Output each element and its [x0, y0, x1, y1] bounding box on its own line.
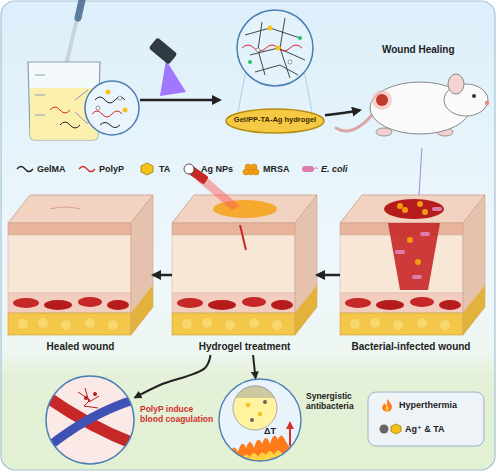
flow-arrow: [325, 110, 360, 115]
legend-label: PolyP: [99, 164, 124, 174]
flow-arrow: [135, 355, 211, 398]
legend-box: [368, 392, 484, 446]
node-outline: [218, 378, 302, 462]
legend-entry: PolyP: [78, 162, 124, 176]
legend-entry: GelMA: [16, 162, 66, 176]
legend-label: Ag⁺ & TA: [405, 424, 445, 434]
node-shape: [226, 109, 324, 133]
legend-label: GelMA: [37, 164, 66, 174]
coagulation-inset: [40, 376, 140, 464]
legend-sample: [180, 162, 198, 176]
skin-treated: [172, 165, 317, 335]
zoom-line: [419, 148, 422, 195]
skin-infected: [340, 195, 485, 335]
flow-arrow: [153, 274, 172, 277]
inset-circle: PolyP induce blood coagulation: [45, 375, 135, 465]
antibacterial-inset: [219, 379, 301, 462]
flow-arrow: [317, 274, 340, 277]
skin-section: Bacterial-infected wound: [340, 195, 488, 355]
legend-entry: TA: [138, 162, 170, 176]
legend-sample: [242, 162, 260, 176]
uv-lamp: [149, 37, 186, 96]
legend-label: TA: [159, 164, 170, 174]
legend-label: Hyperthermia: [399, 400, 457, 410]
legend-sample: [78, 162, 96, 176]
node-label: Bacterial-infected wound: [334, 341, 488, 353]
process-arrow: [140, 95, 222, 105]
legend-entry: Hyperthermia: [378, 398, 457, 412]
node-label: PolyP induce blood coagulation: [140, 405, 218, 425]
node-shape: [46, 376, 134, 464]
skin-section: Healed wound: [8, 195, 153, 355]
legend-entry: Ag NPs: [180, 162, 233, 176]
flow-arrow: [253, 355, 255, 378]
node-label: Hydrogel treatment: [172, 341, 317, 353]
legend-sample: [16, 162, 34, 176]
legend-entry: E. coli: [300, 162, 348, 176]
magnified-solution: [75, 81, 139, 135]
node-label: Wound Healing: [382, 44, 487, 56]
node-label: Healed wound: [8, 341, 153, 353]
mouse: [336, 74, 489, 136]
skin-healed: [8, 195, 153, 335]
legend-sample: [378, 422, 402, 436]
legend-sample: [138, 162, 156, 176]
magnified-network: [237, 10, 313, 112]
legend-sample: [300, 162, 318, 176]
legend-label: MRSA: [263, 164, 290, 174]
hydrogel-disc: Gel/PP-TA-Ag hydrogel: [225, 108, 325, 134]
inset-circle: Synergistic antibacteriaΔT: [218, 378, 302, 462]
node-label: ΔT: [264, 426, 290, 436]
mouse-model: Wound Healing: [360, 48, 490, 148]
legend-entry: Ag⁺ & TA: [378, 422, 445, 436]
legend-sample: [378, 398, 396, 412]
node-label: Gel/PP-TA-Ag hydrogel: [225, 116, 325, 125]
node-label: Synergistic antibacteria: [306, 392, 368, 412]
legend-label: Ag NPs: [201, 164, 233, 174]
skin-section: Hydrogel treatment: [172, 195, 317, 355]
legend-label: E. coli: [321, 164, 348, 174]
node-outline: [45, 375, 135, 465]
node-shape: [219, 379, 301, 461]
legend-entry: MRSA: [242, 162, 290, 176]
